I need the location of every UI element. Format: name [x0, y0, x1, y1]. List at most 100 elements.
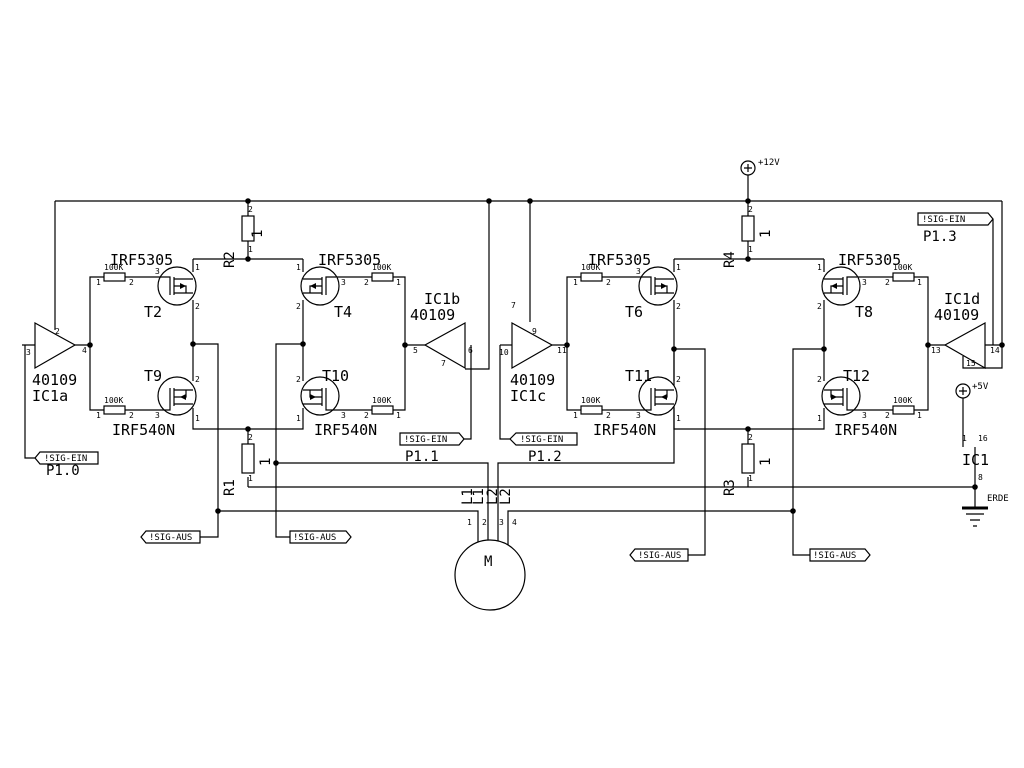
svg-text:1: 1 [817, 414, 822, 423]
transistor-t10-part: IRF540N [314, 421, 377, 439]
svg-text:2: 2 [885, 278, 890, 287]
svg-text:2: 2 [195, 302, 200, 311]
resistor-r4-label: R4 [722, 251, 738, 268]
transistor-t4-ref: T4 [334, 303, 352, 321]
motor-label: M [484, 554, 492, 570]
gate-resistor-value: 100K [104, 263, 123, 272]
resistor-r1-label: R1 [222, 479, 238, 496]
svg-text:3: 3 [636, 411, 641, 420]
svg-text:2: 2 [129, 278, 134, 287]
svg-text:1: 1 [758, 458, 774, 466]
resistor-r2: R2 1 21 [222, 205, 266, 268]
svg-text:1: 1 [96, 278, 101, 287]
svg-text:7: 7 [511, 301, 516, 310]
transistor-t9: T9 IRF540N 321 [112, 367, 200, 439]
transistor-t8-part: IRF5305 [838, 251, 901, 269]
motor-terminal: L1 [471, 488, 487, 505]
svg-text:15: 15 [966, 359, 976, 368]
signal-p13-port: P1.3 [923, 229, 957, 245]
signal-tag-p13: !SIG-EIN P1.3 [917, 212, 994, 245]
svg-text:1: 1 [676, 414, 681, 423]
svg-text:1: 1 [96, 411, 101, 420]
transistor-t11-part: IRF540N [593, 421, 656, 439]
supply-12v: +12V [740, 158, 780, 176]
svg-text:2: 2 [195, 375, 200, 384]
resistor-r3: R3 1 21 [722, 433, 774, 496]
transistor-t11-ref: T11 [625, 367, 652, 385]
junction-dots [87, 198, 1005, 514]
gate-resistor-value: 100K [893, 263, 912, 272]
svg-text:6: 6 [468, 346, 473, 355]
resistor-r1: R1 1 21 [222, 433, 274, 496]
svg-text:1: 1 [296, 414, 301, 423]
transistor-t2-ref: T2 [144, 303, 162, 321]
signal-out-label: !SIG-AUS [293, 533, 336, 543]
gate-resistor-value: 100K [372, 396, 391, 405]
buffer-ic1b-ref: IC1b [424, 290, 460, 308]
svg-text:3: 3 [341, 278, 346, 287]
signal-tag-p12: !SIG-EIN P1.2 [509, 432, 578, 465]
resistor-r3-label: R3 [722, 479, 738, 496]
signal-out-label: !SIG-AUS [638, 551, 681, 561]
transistor-t10-ref: T10 [322, 367, 349, 385]
motor: M L1 L1 L2 L2 1 2 3 4 [454, 488, 526, 611]
transistor-t4: IRF5305 T4 312 [296, 251, 381, 321]
svg-text:9: 9 [532, 327, 537, 336]
gate-resistor-value: 100K [372, 263, 391, 272]
svg-text:2: 2 [817, 375, 822, 384]
motor-pin: 2 [482, 518, 487, 527]
svg-text:1: 1 [748, 474, 753, 483]
ic1-power-ref: IC1 [962, 451, 989, 469]
gate-resistor-value: 100K [581, 396, 600, 405]
transistor-t12-part: IRF540N [834, 421, 897, 439]
svg-text:2: 2 [364, 278, 369, 287]
svg-text:8: 8 [978, 473, 983, 482]
signal-tag-p13-label: !SIG-EIN [922, 215, 965, 225]
buffer-ic1c-part: 40109 [510, 371, 555, 389]
svg-text:1: 1 [396, 411, 401, 420]
transistor-t8: IRF5305 T8 3 1 2 [817, 251, 901, 321]
supply-5v: +5V [955, 382, 989, 399]
transistor-t2-part: IRF5305 [110, 251, 173, 269]
gate-resistor-value: 100K [104, 396, 123, 405]
svg-text:1: 1 [195, 263, 200, 272]
svg-text:13: 13 [931, 346, 941, 355]
svg-text:1: 1 [258, 458, 274, 466]
resistor-r2-label: R2 [222, 251, 238, 268]
signal-p10-port: P1.0 [46, 463, 80, 479]
svg-text:1: 1 [917, 411, 922, 420]
svg-text:1: 1 [248, 245, 253, 254]
signal-out-label: !SIG-AUS [149, 533, 192, 543]
signal-p12-port: P1.2 [528, 449, 562, 465]
transistor-t11: T11 IRF540N 321 [593, 367, 681, 439]
transistor-t6-part: IRF5305 [588, 251, 651, 269]
buffer-ic1a: 40109 IC1a 243 [22, 321, 87, 459]
svg-text:14: 14 [990, 346, 1000, 355]
signal-tag-p11: !SIG-EIN P1.1 [399, 432, 465, 465]
svg-text:1: 1 [817, 263, 822, 272]
transistor-t8-ref: T8 [855, 303, 873, 321]
svg-text:3: 3 [155, 267, 160, 276]
motor-pin: 1 [467, 518, 472, 527]
svg-text:3: 3 [862, 278, 867, 287]
supply-12v-label: +12V [758, 158, 780, 168]
svg-text:1: 1 [676, 263, 681, 272]
buffer-ic1d-ref: IC1d [944, 290, 980, 308]
signal-tag-p10-label: !SIG-EIN [44, 454, 87, 464]
svg-text:2: 2 [676, 302, 681, 311]
transistor-t9-part: IRF540N [112, 421, 175, 439]
motor-pin: 4 [512, 518, 517, 527]
svg-text:7: 7 [441, 359, 446, 368]
svg-text:3: 3 [862, 411, 867, 420]
svg-text:4: 4 [82, 346, 87, 355]
svg-text:1: 1 [573, 278, 578, 287]
gate-resistors: 100K 100K 100K 100K 100K 100K 100K 100K … [96, 263, 922, 420]
svg-text:3: 3 [341, 411, 346, 420]
svg-text:11: 11 [557, 346, 567, 355]
svg-text:1: 1 [758, 230, 774, 238]
svg-text:2: 2 [748, 205, 753, 214]
buffer-ic1b-part: 40109 [410, 306, 455, 324]
